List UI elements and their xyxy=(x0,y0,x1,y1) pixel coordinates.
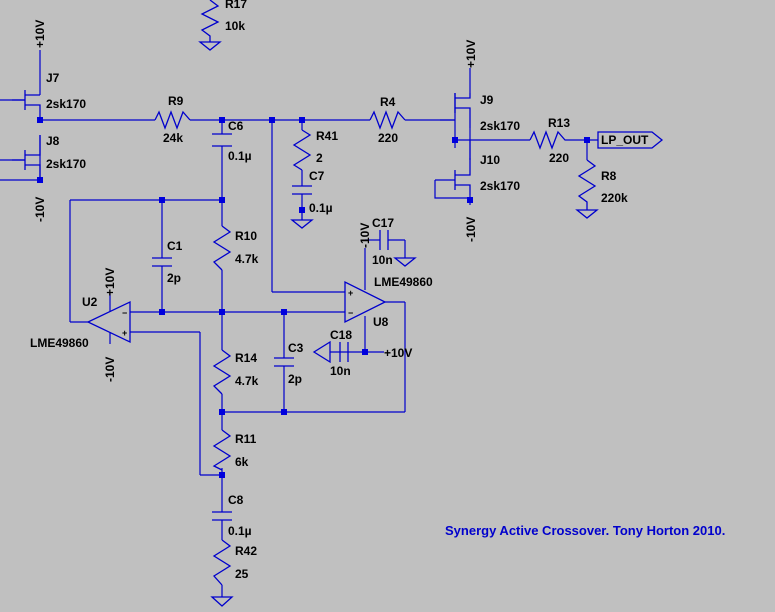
j9-ref: J9 xyxy=(480,93,494,107)
ground-icon xyxy=(198,41,222,51)
r41-value: 2 xyxy=(316,151,323,165)
capacitors xyxy=(152,133,389,521)
r11-ref: R11 xyxy=(235,432,257,446)
lp-out-label: LP_OUT xyxy=(601,133,649,147)
svg-text:+: + xyxy=(348,288,353,298)
ground-icon xyxy=(290,210,314,229)
c18-symbol xyxy=(339,342,349,362)
r8-value: 220k xyxy=(601,191,628,205)
c8-value: 0.1µ xyxy=(228,524,252,538)
j9-symbol xyxy=(454,93,471,128)
r11-symbol xyxy=(212,429,232,471)
r4-symbol xyxy=(369,110,406,130)
u8-symbol xyxy=(344,280,387,324)
schematic-title: Synergy Active Crossover. Tony Horton 20… xyxy=(445,523,725,538)
c17-symbol xyxy=(379,230,389,250)
c3-value: 2p xyxy=(288,372,302,386)
r17-value: 10k xyxy=(225,19,245,33)
r9-symbol xyxy=(154,110,191,130)
c7-value: 0.1µ xyxy=(309,201,333,215)
r13-ref: R13 xyxy=(548,116,570,130)
c6-ref: C6 xyxy=(228,119,244,133)
u2-symbol xyxy=(86,300,131,344)
c6-value: 0.1µ xyxy=(228,149,252,163)
supply-minus-j10: -10V xyxy=(464,217,478,242)
r13-value: 220 xyxy=(549,151,569,165)
r9-value: 24k xyxy=(163,131,183,145)
supply-minus-j8: -10V xyxy=(33,197,47,222)
c7-symbol xyxy=(292,185,312,195)
r10-value: 4.7k xyxy=(235,252,259,266)
c18-ref: C18 xyxy=(330,328,352,342)
opamps: + − − + xyxy=(86,280,387,344)
r4-ref: R4 xyxy=(380,95,396,109)
svg-text:+: + xyxy=(122,328,127,338)
lp-out-port xyxy=(597,131,664,149)
u8-value: LME49860 xyxy=(374,275,433,289)
c17-ref: C17 xyxy=(372,216,394,230)
svg-text:−: − xyxy=(348,308,353,318)
r14-ref: R14 xyxy=(235,351,257,365)
supply-minus-u8: -10V xyxy=(358,223,372,248)
r17-symbol xyxy=(200,0,220,42)
c7-ref: C7 xyxy=(309,169,325,183)
c17-value: 10n xyxy=(372,253,393,267)
r10-symbol xyxy=(212,225,232,271)
labels: R17 10k J7 2sk170 J8 2sk170 R9 24k C6 0.… xyxy=(30,0,725,581)
supply-plus-u2: +10V xyxy=(103,268,117,296)
ground-icon xyxy=(210,596,234,607)
r42-symbol xyxy=(212,539,232,586)
r42-value: 25 xyxy=(235,567,249,581)
u2-ref: U2 xyxy=(82,295,98,309)
grounds xyxy=(198,41,599,607)
supply-plus-j7: +10V xyxy=(33,20,47,48)
r17-ref: R17 xyxy=(225,0,247,11)
j8-value: 2sk170 xyxy=(46,157,86,171)
j7-symbol xyxy=(12,90,41,120)
j10-ref: J10 xyxy=(480,153,500,167)
c1-ref: C1 xyxy=(167,239,183,253)
c3-symbol xyxy=(274,357,294,367)
c8-ref: C8 xyxy=(228,493,244,507)
j10-symbol xyxy=(454,158,471,195)
supply-minus-u2: -10V xyxy=(103,357,117,382)
c8-symbol xyxy=(212,511,232,521)
r10-ref: R10 xyxy=(235,229,257,243)
j8-ref: J8 xyxy=(46,134,60,148)
r14-symbol xyxy=(212,349,232,395)
r8-symbol xyxy=(577,159,597,210)
j10-value: 2sk170 xyxy=(480,179,520,193)
j9-value: 2sk170 xyxy=(480,119,520,133)
r4-value: 220 xyxy=(378,131,398,145)
c3-ref: C3 xyxy=(288,341,304,355)
c1-symbol xyxy=(152,257,172,267)
jfets xyxy=(12,90,471,195)
u8-ref: U8 xyxy=(373,315,389,329)
c6-symbol xyxy=(212,133,232,147)
svg-text:−: − xyxy=(122,308,127,318)
u2-value: LME49860 xyxy=(30,336,89,350)
wires xyxy=(0,50,598,597)
r41-ref: R41 xyxy=(316,129,338,143)
supply-plus-u8: +10V xyxy=(384,346,412,360)
r14-value: 4.7k xyxy=(235,374,259,388)
c1-value: 2p xyxy=(167,271,181,285)
c18-value: 10n xyxy=(330,364,351,378)
j7-value: 2sk170 xyxy=(46,97,86,111)
r11-value: 6k xyxy=(235,455,249,469)
ground-icon xyxy=(312,340,331,364)
j8-symbol xyxy=(12,135,41,180)
r42-ref: R42 xyxy=(235,544,257,558)
ground-icon xyxy=(575,209,599,219)
ground-icon xyxy=(393,257,417,267)
resistors xyxy=(154,0,597,586)
r9-ref: R9 xyxy=(168,94,184,108)
r41-symbol xyxy=(292,129,312,171)
j7-ref: J7 xyxy=(46,71,60,85)
r13-symbol xyxy=(529,130,575,150)
supply-plus-j9: +10V xyxy=(464,40,478,68)
r8-ref: R8 xyxy=(601,169,617,183)
